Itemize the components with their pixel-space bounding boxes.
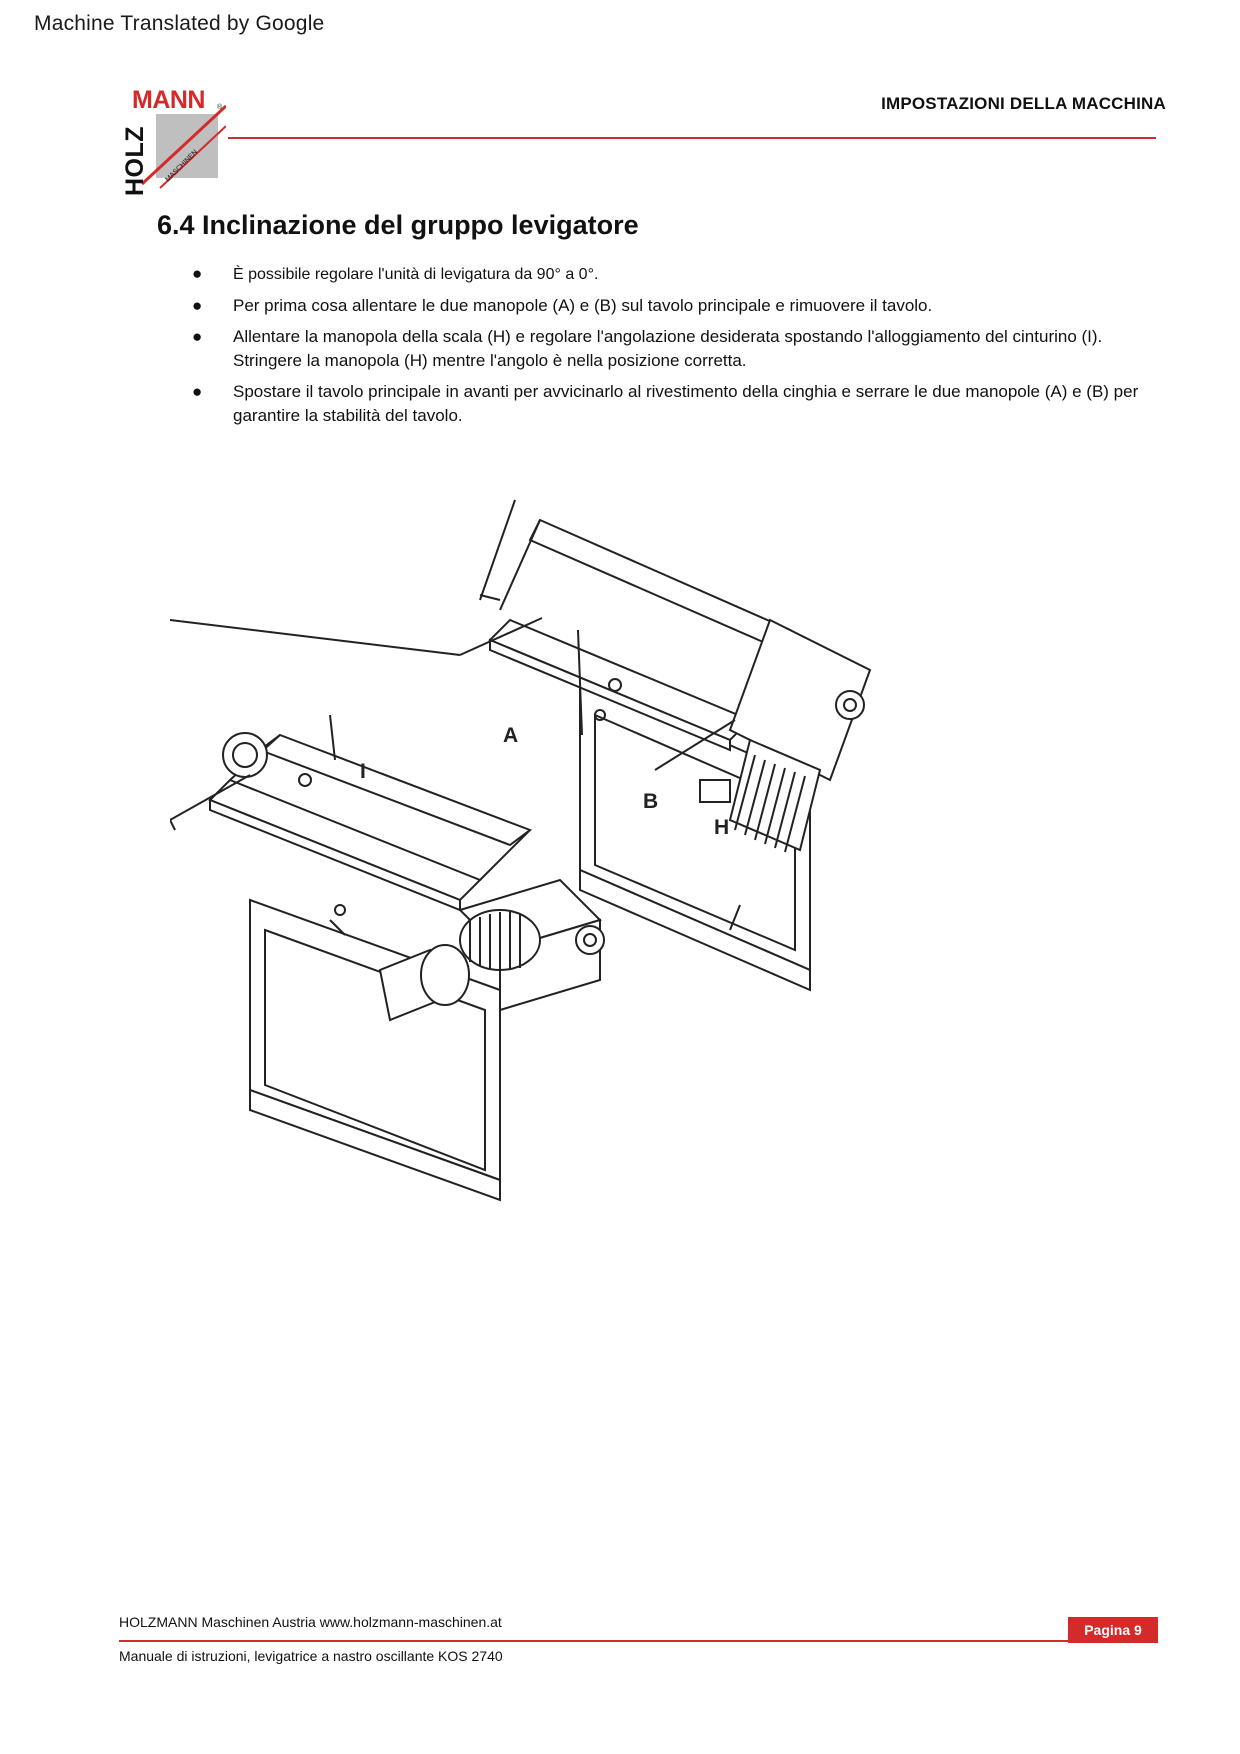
footer-manual: Manuale di istruzioni, levigatrice a nas… bbox=[119, 1648, 503, 1664]
list-item: ●Spostare il tavolo principale in avanti… bbox=[192, 382, 1139, 425]
label-a: A bbox=[503, 724, 519, 747]
leader-line-b bbox=[577, 629, 583, 736]
list-item: ●È possibile regolare l'unità di levigat… bbox=[190, 262, 1165, 287]
list-item: ●Allentare la manopola della scala (H) e… bbox=[192, 327, 1103, 370]
machine-translated-banner: Machine Translated by Google bbox=[34, 12, 325, 35]
sander-drawing bbox=[169, 499, 872, 1202]
bullet-icon: ● bbox=[192, 264, 203, 283]
leader-line-h bbox=[654, 719, 736, 771]
machine-illustration: A B H I bbox=[169, 480, 990, 1300]
header-rule bbox=[228, 137, 1156, 139]
footer-company: HOLZMANN Maschinen Austria www.holzmann-… bbox=[119, 1614, 502, 1630]
footer-rule bbox=[119, 1640, 1156, 1642]
leader-line-a bbox=[169, 619, 461, 656]
label-i: I bbox=[360, 760, 366, 783]
list-item: ●Per prima cosa allentare le due manopol… bbox=[190, 294, 1165, 318]
logo-holz-text: HOLZ bbox=[121, 125, 149, 196]
rear-machine bbox=[479, 499, 872, 992]
header-title: IMPOSTAZIONI DELLA MACCHINA bbox=[881, 94, 1166, 113]
bullet-icon: ● bbox=[192, 327, 203, 346]
page-number-badge: Pagina 9 bbox=[1068, 1617, 1158, 1643]
logo-reg-mark: ® bbox=[217, 104, 223, 111]
holzmann-logo: MASCHINEN MANN ® HOLZ bbox=[116, 84, 226, 196]
instruction-list: ●È possibile regolare l'unità di levigat… bbox=[190, 262, 1165, 435]
bullet-icon: ● bbox=[192, 296, 203, 315]
bullet-icon: ● bbox=[192, 382, 203, 401]
logo-graphic: MASCHINEN bbox=[140, 104, 226, 189]
section-title: 6.4 Inclinazione del gruppo levigatore bbox=[157, 210, 639, 240]
label-b: B bbox=[643, 790, 659, 813]
front-machine bbox=[169, 732, 605, 1202]
logo-mann-text: MANN bbox=[132, 86, 206, 114]
leader-line-a bbox=[459, 617, 543, 656]
leader-line-i bbox=[329, 714, 336, 761]
label-h: H bbox=[714, 816, 730, 839]
